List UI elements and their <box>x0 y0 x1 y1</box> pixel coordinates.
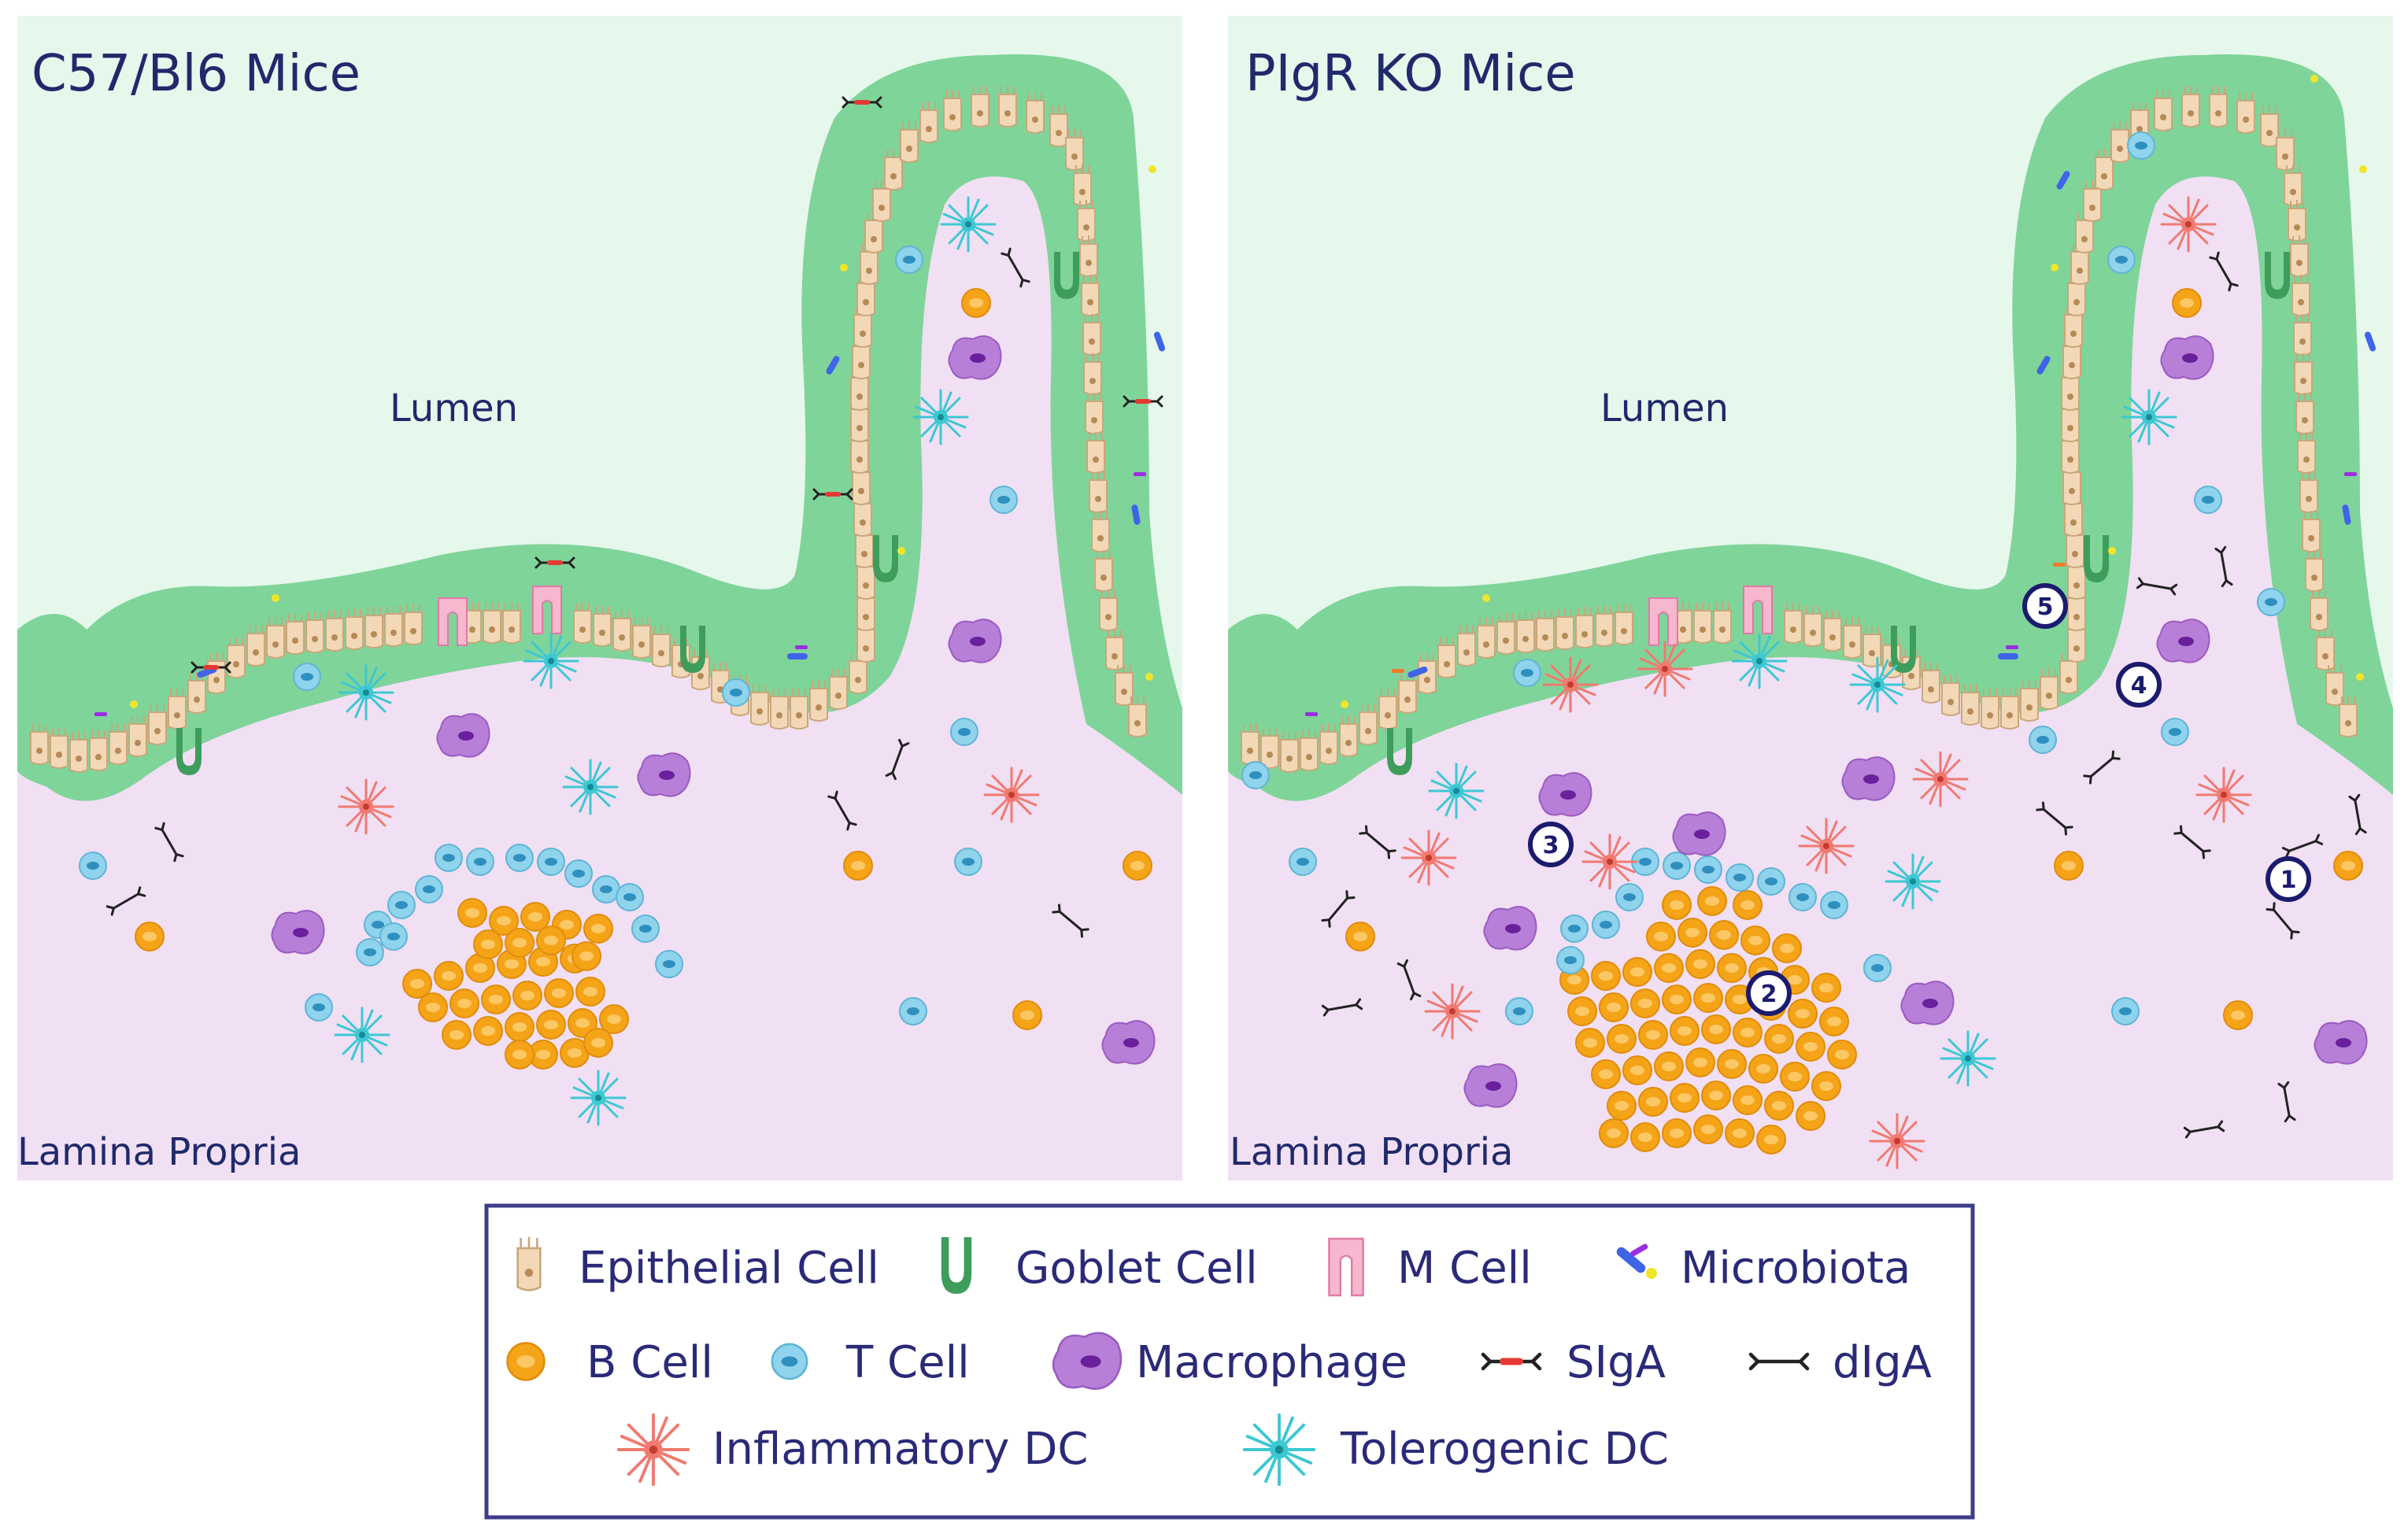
macrophage <box>436 713 490 758</box>
macrophage <box>1463 1063 1518 1108</box>
inflammatory-dc-icon <box>616 1413 690 1487</box>
marker-5: 5 <box>2022 583 2068 629</box>
panel-pigr-ko: 1 2 3 4 5 PIgR KO Mice Lumen Lamina Prop… <box>1228 16 2393 1180</box>
macrophage <box>1538 772 1592 817</box>
b-cell <box>135 922 165 951</box>
legend-item-goblet-cell: Goblet Cell <box>941 1237 1258 1294</box>
svg-text:Macrophage: Macrophage <box>1136 1337 1407 1388</box>
inflammatory-dc <box>983 767 1040 823</box>
legend-item-siga: SIgA <box>1483 1337 1666 1388</box>
macrophage <box>637 752 691 797</box>
legend-item-microbiota: Microbiota <box>1616 1243 1910 1294</box>
svg-text:SIgA: SIgA <box>1566 1337 1666 1388</box>
svg-text:2: 2 <box>1761 981 1777 1008</box>
lumen-label: Lumen <box>390 386 518 430</box>
legend-item-inflammatory-dc: Inflammatory DC <box>616 1413 1088 1487</box>
svg-text:T Cell: T Cell <box>845 1337 970 1388</box>
legend-item-diga: dIgA <box>1751 1337 1932 1388</box>
tolerogenic-dc-icon <box>1242 1413 1316 1487</box>
tolerogenic-dc <box>523 633 579 689</box>
b-cell <box>843 851 873 881</box>
macrophage <box>1101 1020 1156 1065</box>
legend-item-t-cell: T Cell <box>771 1337 970 1388</box>
b-cell <box>961 288 991 318</box>
b-cell <box>2172 288 2202 318</box>
epithelial-cell-icon <box>516 1236 542 1291</box>
macrophage <box>1483 906 1537 951</box>
legend-item-macrophage: Macrophage <box>1052 1332 1407 1390</box>
tolerogenic-dc <box>562 759 619 815</box>
macrophage <box>948 619 1002 663</box>
tolerogenic-dc <box>338 664 394 721</box>
svg-text:M Cell: M Cell <box>1397 1243 1532 1294</box>
legend-item-m-cell: M Cell <box>1328 1237 1532 1297</box>
legend-item-b-cell: B Cell <box>506 1337 713 1388</box>
svg-text:Inflammatory DC: Inflammatory DC <box>712 1424 1088 1475</box>
macrophage <box>1841 756 1896 801</box>
legend: Epithelial Cell Goblet Cell M Cell Micro… <box>484 1203 1975 1520</box>
inflammatory-dc <box>338 778 394 835</box>
svg-text:B Cell: B Cell <box>586 1337 713 1388</box>
tolerogenic-dc <box>334 1007 390 1063</box>
b-cell-icon <box>506 1342 546 1381</box>
macrophage <box>1900 981 1955 1025</box>
panel-title: PIgR KO Mice <box>1245 45 1576 103</box>
svg-text:5: 5 <box>2037 593 2054 621</box>
lumen-label: Lumen <box>1600 386 1729 430</box>
t-cell-icon <box>771 1343 808 1380</box>
macrophage-icon <box>1052 1332 1123 1390</box>
macrophage <box>2314 1020 2368 1065</box>
tolerogenic-dc <box>912 389 969 445</box>
svg-text:3: 3 <box>1543 832 1559 859</box>
svg-text:dIgA: dIgA <box>1833 1337 1932 1388</box>
svg-text:4: 4 <box>2131 672 2147 700</box>
macrophage <box>1672 811 1726 856</box>
panel-c57bl6: C57/Bl6 Mice Lumen Lamina Propria <box>17 16 1182 1180</box>
svg-text:Goblet Cell: Goblet Cell <box>1015 1243 1258 1294</box>
macrophage <box>948 335 1002 380</box>
macrophage <box>2156 619 2210 663</box>
b-cell <box>2054 851 2084 881</box>
b-cell <box>2223 1000 2253 1030</box>
tolerogenic-dc <box>570 1070 627 1126</box>
marker-3: 3 <box>1528 822 1574 867</box>
marker-4: 4 <box>2116 662 2162 708</box>
microbiota-icon <box>1616 1243 1657 1279</box>
legend-item-tolerogenic-dc: Tolerogenic DC <box>1242 1413 1669 1487</box>
svg-text:Microbiota: Microbiota <box>1681 1243 1910 1294</box>
legend-item-epithelial-cell: Epithelial Cell <box>516 1236 879 1294</box>
b-cell <box>1012 1000 1042 1030</box>
panel-title: C57/Bl6 Mice <box>31 45 361 103</box>
b-cell <box>1123 851 1152 881</box>
macrophage <box>2160 335 2214 380</box>
legend-box <box>484 1203 1975 1520</box>
b-cell <box>2333 851 2363 881</box>
tolerogenic-dc <box>940 196 997 253</box>
marker-1: 1 <box>2266 856 2311 902</box>
svg-text:1: 1 <box>2280 866 2297 894</box>
svg-text:Tolerogenic DC: Tolerogenic DC <box>1340 1424 1669 1475</box>
macrophage <box>271 910 325 955</box>
b-cell <box>1345 922 1375 951</box>
lamina-propria-label: Lamina Propria <box>17 1130 301 1174</box>
microbiota <box>1305 75 2377 716</box>
marker-2: 2 <box>1746 970 1792 1016</box>
lamina-propria-label: Lamina Propria <box>1230 1130 1513 1174</box>
svg-text:Epithelial Cell: Epithelial Cell <box>579 1243 879 1294</box>
